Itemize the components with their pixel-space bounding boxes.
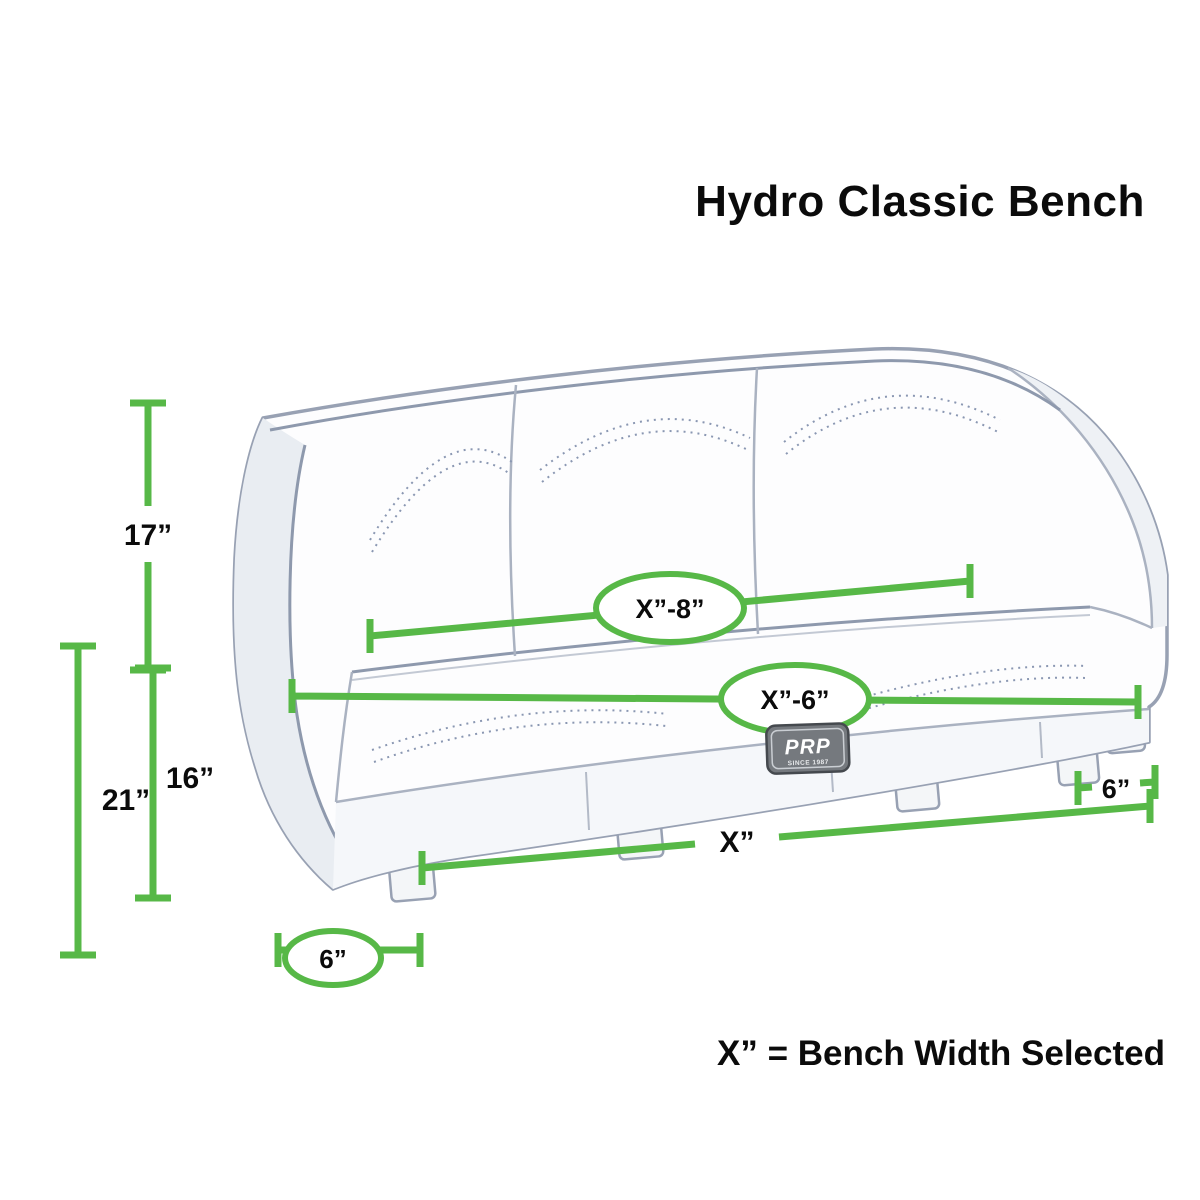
badge-inner-border [770, 727, 845, 770]
right-depth-label: 6” [1102, 774, 1131, 804]
seat-height-label: 16” [166, 762, 214, 795]
seat-stitching [371, 664, 1089, 763]
page-title: Hydro Classic Bench [695, 177, 1145, 226]
arch-stitch [785, 406, 999, 455]
seat-top-width-label: X”-8” [635, 594, 704, 624]
arch-stitch [371, 460, 511, 553]
width-note: X” = Bench Width Selected [717, 1034, 1165, 1073]
right-depth-dimension: 6” [1074, 765, 1159, 805]
brand-tagline: SINCE 1987 [788, 759, 829, 767]
seat-stitch [841, 676, 1087, 717]
left-depth-dimension: 6” [274, 928, 424, 988]
seat-front-ridge [335, 707, 1150, 804]
overall-width-label: X” [719, 826, 754, 859]
arch-stitch [539, 418, 751, 471]
seat-top-width-dimension: X”-8” [366, 564, 974, 653]
seat-right-edge [1089, 605, 1153, 630]
seat-height-line [135, 664, 171, 902]
seat-stitch [839, 664, 1089, 705]
left-arm-panel [233, 418, 362, 889]
total-height-line [60, 642, 96, 959]
back-height-line [130, 399, 166, 674]
total-height-dimension: 21” [60, 642, 150, 959]
seat-width-dimension: X”-6” [288, 662, 1142, 736]
badge-plate [765, 722, 851, 775]
seat-width-line [288, 679, 1142, 719]
left-arm-piping [288, 444, 364, 879]
seat-width-label: X”-6” [760, 685, 829, 715]
seat-front-face [333, 709, 1149, 889]
left-depth-label: 6” [319, 944, 346, 974]
left-depth-bubble [282, 928, 384, 988]
total-height-label: 21” [102, 784, 150, 817]
brand-logo-text: PRP [784, 735, 831, 760]
seat-left-edge [334, 671, 354, 803]
back-height-label: 17” [124, 519, 172, 552]
overall-width-line [418, 789, 1154, 885]
top-edge-piping [269, 359, 1061, 432]
seat-top-width-bubble [593, 571, 747, 645]
front-seam [585, 771, 590, 831]
overall-width-dimension: X” [418, 789, 1154, 885]
back-height-dimension: 17” [124, 399, 172, 674]
front-seam [1039, 721, 1043, 759]
right-arm-piping [1007, 366, 1154, 629]
prp-logo-badge: PRP SINCE 1987 [765, 722, 851, 775]
right-depth-line [1074, 765, 1159, 805]
backrest-stitching [369, 394, 1001, 553]
dimension-annotations: 17” 21” 16” X”-8” X”-6” X” [60, 399, 1159, 988]
seat-height-dimension: 16” [135, 664, 214, 902]
